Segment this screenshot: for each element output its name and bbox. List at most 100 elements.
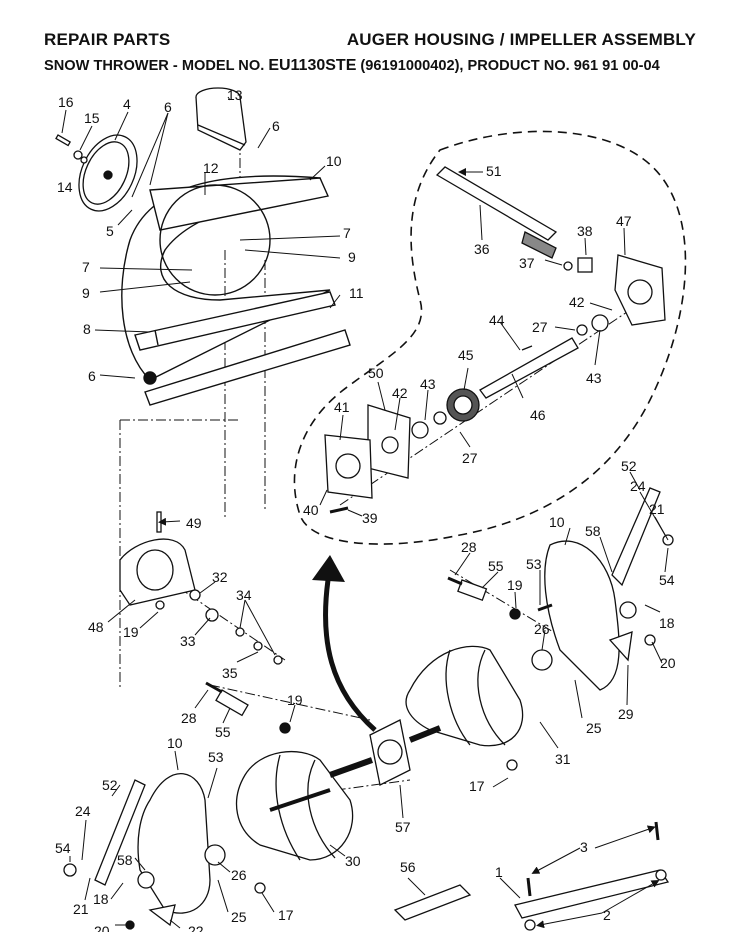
callout-19: 19	[123, 624, 139, 640]
impeller-housing-part	[119, 511, 283, 665]
callout-55: 55	[488, 558, 504, 574]
callout-11: 11	[349, 285, 364, 301]
callout-50: 50	[368, 365, 384, 381]
callout-6: 6	[272, 118, 280, 134]
callout-2: 2	[603, 907, 611, 923]
subheading-model: EU1130STE	[268, 57, 357, 74]
callout-44: 44	[489, 312, 505, 328]
callout-24: 24	[75, 803, 91, 819]
hardware-left	[205, 681, 291, 734]
assembly-arrowhead	[312, 555, 345, 582]
callout-58: 58	[117, 852, 133, 868]
callout-53: 53	[208, 749, 224, 765]
callout-43: 43	[586, 370, 602, 386]
callout-34: 34	[236, 587, 252, 603]
callout-19: 19	[507, 577, 523, 593]
page-heading-left: REPAIR PARTS	[44, 30, 171, 49]
callout-39: 39	[362, 510, 378, 526]
callout-3: 3	[580, 839, 588, 855]
callout-42: 42	[569, 294, 585, 310]
model-subheading: SNOW THROWER - MODEL NO. EU1130STE (9619…	[44, 57, 660, 75]
auger-left	[235, 750, 354, 861]
callout-6: 6	[88, 368, 96, 384]
skid-shoe-parts	[393, 821, 670, 931]
callout-20: 20	[94, 923, 110, 932]
callout-9: 9	[348, 249, 356, 265]
callout-1: 1	[495, 864, 503, 880]
callout-15: 15	[84, 110, 100, 126]
hardware-right	[447, 576, 553, 620]
auger-right	[405, 645, 524, 771]
auger-housing-side-right	[531, 487, 674, 691]
callout-20: 20	[660, 655, 676, 671]
subheading-prefix: SNOW THROWER - MODEL NO.	[44, 58, 269, 74]
callout-10: 10	[167, 735, 183, 751]
callout-47: 47	[616, 213, 632, 229]
callout-42: 42	[392, 385, 408, 401]
callout-51: 51	[486, 163, 502, 179]
callout-22: 22	[188, 923, 204, 932]
callout-45: 45	[458, 347, 474, 363]
callout-54: 54	[659, 572, 675, 588]
callout-30: 30	[345, 853, 361, 869]
callout-52: 52	[102, 777, 118, 793]
callout-38: 38	[577, 223, 593, 239]
callout-7: 7	[82, 259, 90, 275]
callout-8: 8	[83, 321, 91, 337]
callout-55: 55	[215, 724, 231, 740]
callout-13: 13	[227, 87, 243, 103]
callout-9: 9	[82, 285, 90, 301]
callout-29: 29	[618, 706, 634, 722]
gearbox-detail-outline	[293, 130, 687, 545]
auger-housing-upper	[121, 175, 351, 406]
callout-54: 54	[55, 840, 71, 856]
callout-53: 53	[526, 556, 542, 572]
callout-48: 48	[88, 619, 104, 635]
callout-10: 10	[326, 153, 342, 169]
callout-26: 26	[534, 621, 550, 637]
callout-36: 36	[474, 241, 490, 257]
callout-10: 10	[549, 514, 565, 530]
callout-19: 19	[287, 692, 303, 708]
callout-28: 28	[461, 539, 477, 555]
callout-26: 26	[231, 867, 247, 883]
page-heading-right: AUGER HOUSING / IMPELLER ASSEMBLY	[346, 30, 696, 49]
callout-7: 7	[343, 225, 351, 241]
callout-27: 27	[532, 319, 548, 335]
subheading-suffix: (96191000402), PRODUCT NO. 961 91 00-04	[356, 58, 660, 74]
callout-21: 21	[649, 501, 665, 517]
callout-28: 28	[181, 710, 197, 726]
callout-labels: 16 4 15 6 13 6 14 12 10 5 7 7 9 9 11 8 6…	[55, 87, 676, 932]
callout-6: 6	[164, 99, 172, 115]
callout-49: 49	[186, 515, 202, 531]
callout-24: 24	[630, 478, 646, 494]
callout-27: 27	[462, 450, 478, 466]
leader-lines	[61, 96, 669, 929]
callout-17: 17	[278, 907, 294, 923]
callout-56: 56	[400, 859, 416, 875]
callout-31: 31	[555, 751, 571, 767]
callout-5: 5	[106, 223, 114, 239]
callout-18: 18	[659, 615, 675, 631]
callout-4: 4	[123, 96, 131, 112]
callout-21: 21	[73, 901, 89, 917]
callout-41: 41	[334, 399, 350, 415]
callout-37: 37	[519, 255, 535, 271]
callout-16: 16	[58, 94, 74, 110]
callout-43: 43	[420, 376, 436, 392]
callout-35: 35	[222, 665, 238, 681]
pulley-part	[55, 134, 138, 212]
callout-25: 25	[586, 720, 602, 736]
callout-12: 12	[203, 160, 219, 176]
callout-33: 33	[180, 633, 196, 649]
callout-25: 25	[231, 909, 247, 925]
callout-46: 46	[530, 407, 546, 423]
auger-gearbox	[328, 719, 442, 786]
callout-57: 57	[395, 819, 411, 835]
callout-52: 52	[621, 458, 637, 474]
callout-58: 58	[585, 523, 601, 539]
callout-17: 17	[469, 778, 485, 794]
callout-14: 14	[57, 179, 73, 195]
callout-32: 32	[212, 569, 228, 585]
